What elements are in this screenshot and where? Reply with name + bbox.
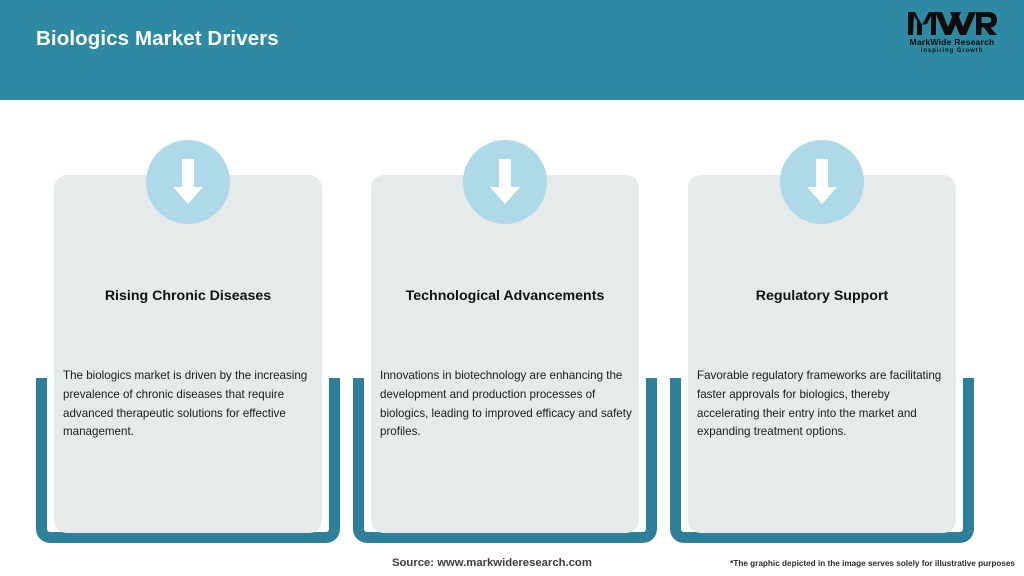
card-panel: Rising Chronic Diseases The biologics ma… [54, 175, 322, 533]
driver-card-3: Regulatory Support Favorable regulatory … [662, 140, 982, 550]
header-bar: Biologics Market Drivers MarkWide Resear… [0, 0, 1024, 100]
arrow-down-icon [463, 140, 547, 224]
source-attribution: Source: www.markwideresearch.com [392, 557, 592, 569]
card-heading: Rising Chronic Diseases [104, 288, 272, 304]
arrow-down-icon [780, 140, 864, 224]
logo-tagline: Inspiring Growth [920, 48, 984, 54]
card-body-text: Favorable regulatory frameworks are faci… [697, 369, 942, 439]
card-bracket-accent [36, 378, 340, 543]
card-heading: Technological Advancements [405, 288, 605, 304]
card-bracket-accent [353, 378, 657, 543]
driver-card-1: Rising Chronic Diseases The biologics ma… [28, 140, 348, 550]
driver-card-2: Technological Advancements Innovations i… [345, 140, 665, 550]
markwide-research-logo: MarkWide Research Inspiring Growth [896, 10, 1008, 66]
mwr-monogram-icon [908, 12, 997, 35]
logo-company-name: MarkWide Research [909, 37, 995, 47]
card-panel: Regulatory Support Favorable regulatory … [688, 175, 956, 533]
illustrative-disclaimer: *The graphic depicted in the image serve… [730, 559, 1015, 568]
card-heading: Regulatory Support [755, 288, 889, 304]
card-body-text: The biologics market is driven by the in… [63, 369, 308, 439]
card-bracket-accent [670, 378, 974, 543]
card-body-text: Innovations in biotechnology are enhanci… [380, 369, 632, 439]
page-title: Biologics Market Drivers [36, 27, 279, 50]
card-panel: Technological Advancements Innovations i… [371, 175, 639, 533]
arrow-down-icon [146, 140, 230, 224]
